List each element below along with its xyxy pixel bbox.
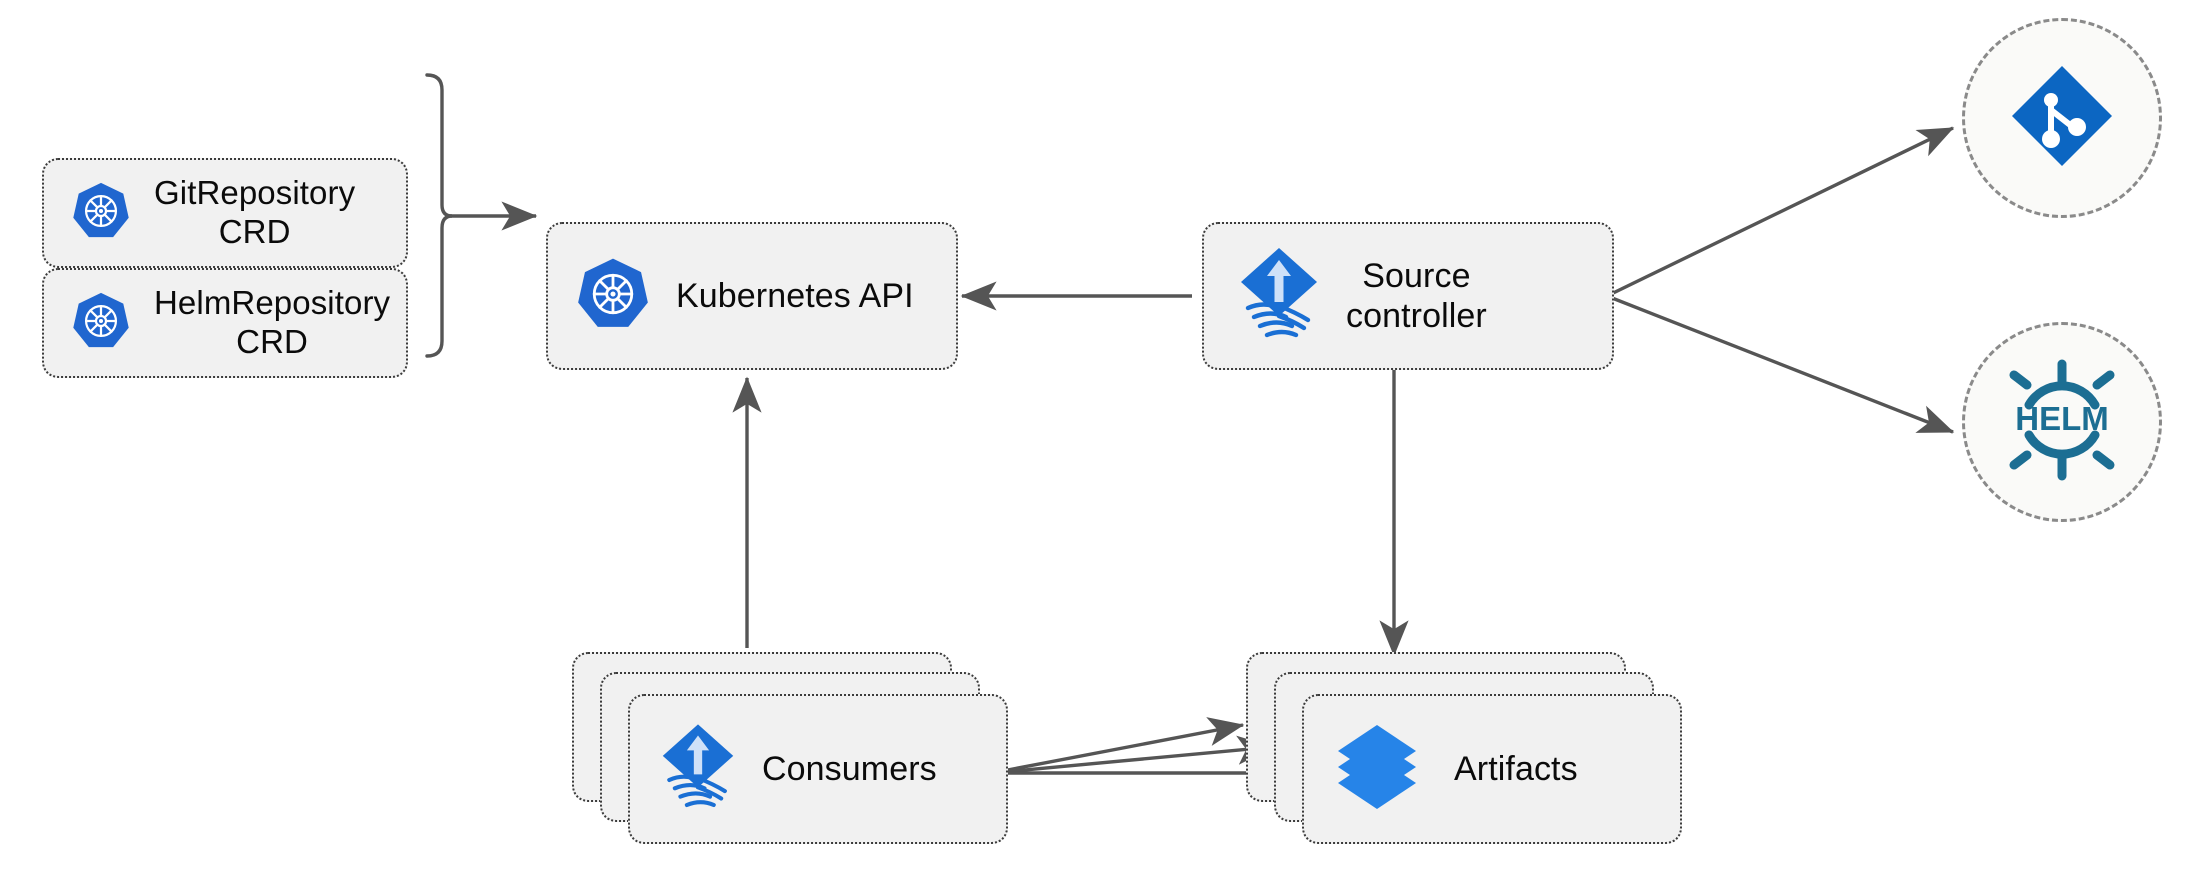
kubernetes-icon	[70, 290, 132, 357]
kubernetes-icon	[574, 255, 652, 338]
node-kubernetes-api[interactable]: Kubernetes API	[546, 222, 958, 370]
helm-wordmark: HELM	[2015, 400, 2109, 437]
crd-card-helmrepository[interactable]: HelmRepository CRD	[42, 268, 408, 378]
edge-source-controller-to-helm	[1606, 294, 1955, 434]
node-label-consumers: Consumers	[762, 749, 937, 788]
crd-card-label: HelmRepository CRD	[154, 284, 391, 360]
endpoint-git[interactable]	[1962, 18, 2162, 218]
helm-icon: HELM	[2000, 358, 2124, 487]
node-consumers[interactable]: Consumers	[628, 694, 1008, 844]
node-label-artifacts: Artifacts	[1454, 749, 1578, 788]
edge-consumers-to-artifacts-1	[991, 717, 1245, 775]
node-label-source-controller: Source controller	[1346, 256, 1487, 335]
node-label-kubernetes-api: Kubernetes API	[676, 276, 914, 315]
crd-card-label: GitRepository CRD	[154, 174, 356, 250]
edge-source-controller-to-git	[1606, 126, 1955, 298]
layers-icon	[1334, 721, 1420, 818]
flux-source-controller-icon	[660, 722, 736, 817]
git-icon	[2006, 60, 2118, 177]
kubernetes-icon	[70, 180, 132, 247]
flux-source-controller-icon	[1238, 246, 1320, 347]
endpoint-helm[interactable]: HELM	[1962, 322, 2162, 522]
crd-group-bracket	[425, 73, 453, 358]
node-source-controller[interactable]: Source controller	[1202, 222, 1614, 370]
edge-consumers-to-artifacts-2	[991, 735, 1274, 775]
node-artifacts[interactable]: Artifacts	[1302, 694, 1682, 844]
crd-card-gitrepository[interactable]: GitRepository CRD	[42, 158, 408, 268]
